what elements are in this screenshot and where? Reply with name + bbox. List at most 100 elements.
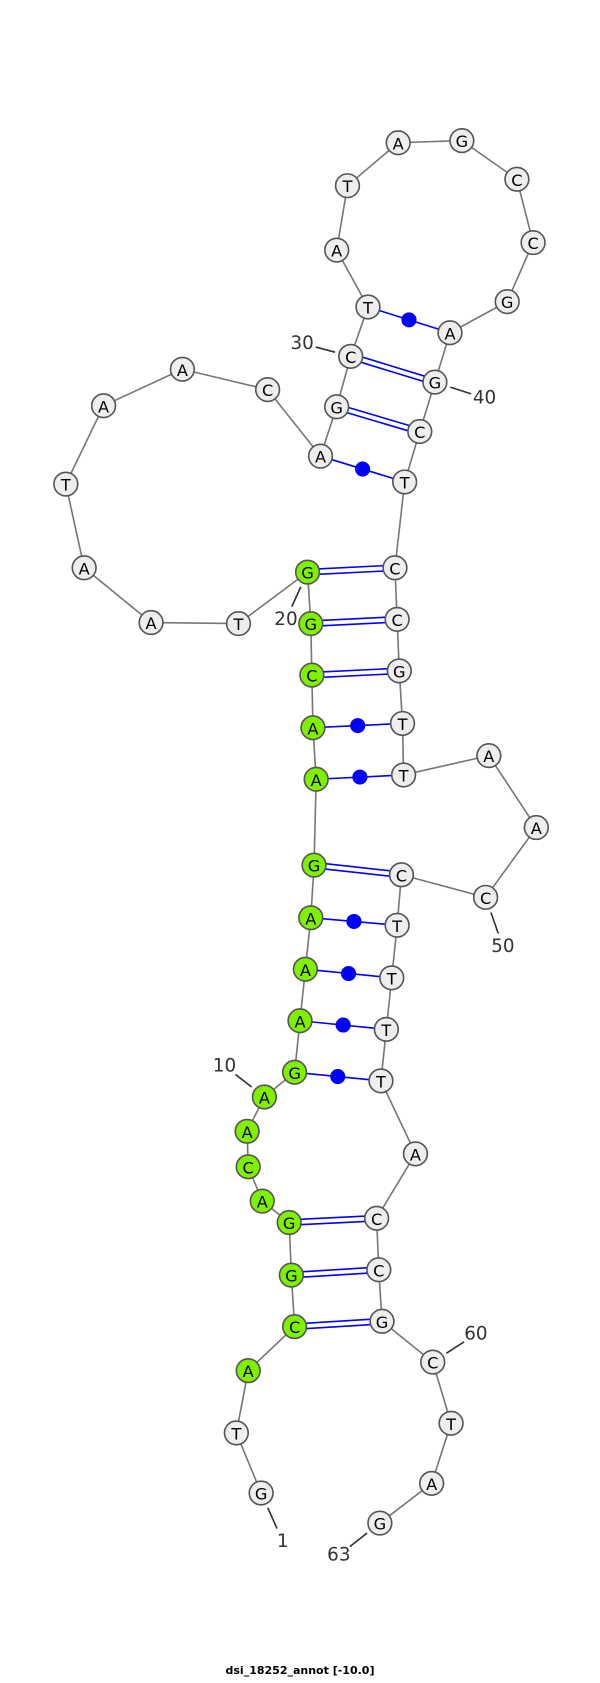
nucleotide-32: A bbox=[324, 237, 350, 263]
nucleotide-letter: C bbox=[527, 234, 538, 253]
base-pair bbox=[294, 1317, 383, 1331]
wobble-pair-dot bbox=[350, 718, 366, 734]
base-pair bbox=[320, 455, 405, 483]
nucleotide-63: G bbox=[367, 1510, 393, 1536]
position-label-50: 50 bbox=[491, 936, 514, 957]
nucleotide-13: A bbox=[292, 956, 319, 982]
nucleotide-16: A bbox=[303, 766, 329, 792]
nucleotide-60: C bbox=[420, 1349, 446, 1375]
nucleotide-49: A bbox=[523, 814, 550, 841]
position-tick bbox=[450, 386, 472, 395]
nucleotide-letter: A bbox=[242, 1123, 253, 1142]
nucleotide-letter: G bbox=[285, 1267, 298, 1286]
nucleotide-letter: G bbox=[283, 1214, 296, 1233]
nucleotide-letter: C bbox=[389, 559, 400, 578]
position-label-30: 30 bbox=[290, 333, 313, 354]
structure-caption: dsi_18252_annot [-10.0] bbox=[225, 1664, 375, 1677]
nucleotide-44: C bbox=[384, 606, 410, 632]
nucleotide-5: G bbox=[278, 1262, 305, 1288]
backbone-link bbox=[403, 754, 490, 776]
nucleotide-letter: C bbox=[371, 1210, 382, 1229]
base-pair bbox=[349, 353, 436, 386]
nucleotide-39: A bbox=[437, 320, 463, 346]
nucleotide-letter: A bbox=[243, 1362, 254, 1381]
nucleotide-letter: G bbox=[376, 1313, 389, 1332]
nucleotide-14: A bbox=[298, 905, 324, 931]
base-pair bbox=[310, 913, 398, 929]
nucleotide-letter: A bbox=[300, 961, 311, 980]
nucleotide-letter: A bbox=[307, 719, 318, 738]
nucleotide-letter: T bbox=[398, 767, 409, 786]
nucleotide-letter: C bbox=[414, 423, 425, 442]
nucleotide-1: G bbox=[248, 1480, 274, 1506]
nucleotide-letter: A bbox=[531, 819, 542, 838]
nucleotide-9: A bbox=[234, 1118, 260, 1144]
nucleotide-letter: C bbox=[396, 866, 407, 885]
nucleotide-letter: T bbox=[362, 299, 373, 318]
nucleotide-letter: G bbox=[429, 374, 442, 393]
nucleotide-30: C bbox=[338, 343, 364, 369]
nucleotide-letter: T bbox=[397, 715, 408, 734]
nucleotide-8: C bbox=[235, 1154, 261, 1180]
nucleotide-letter: T bbox=[230, 1425, 241, 1444]
nucleotide-12: A bbox=[287, 1008, 313, 1034]
backbone-link bbox=[313, 779, 317, 866]
nucleotide-23: A bbox=[71, 555, 97, 581]
nucleotide-letter: G bbox=[288, 1064, 301, 1083]
nucleotide-61: T bbox=[438, 1410, 464, 1436]
base-pair bbox=[316, 769, 404, 785]
nucleotide-52: T bbox=[384, 912, 410, 938]
nucleotide-letter: T bbox=[445, 1415, 456, 1434]
nucleotide-54: T bbox=[373, 1016, 400, 1042]
position-label-60: 60 bbox=[464, 1324, 487, 1345]
nucleotide-62: A bbox=[418, 1470, 445, 1496]
backbone-link bbox=[103, 368, 183, 407]
nucleotide-letter: A bbox=[98, 397, 109, 416]
nucleotide-29: G bbox=[324, 394, 350, 420]
backbone-link bbox=[380, 1080, 417, 1155]
base-pair bbox=[335, 403, 421, 435]
nucleotide-letter: C bbox=[480, 889, 491, 908]
wobble-pair-dot bbox=[335, 1017, 351, 1033]
nucleotide-55: T bbox=[368, 1068, 394, 1094]
wobble-pair-dot bbox=[341, 966, 357, 982]
nucleotide-41: C bbox=[407, 418, 433, 445]
nucleotide-letter: A bbox=[483, 747, 494, 766]
nucleotide-38: G bbox=[494, 288, 520, 315]
nucleotide-15: G bbox=[301, 852, 327, 878]
nucleotide-letter: C bbox=[289, 1318, 300, 1337]
base-pair bbox=[313, 861, 402, 879]
nucleotide-34: A bbox=[385, 130, 411, 156]
nucleotide-47: T bbox=[390, 762, 417, 788]
base-pair bbox=[299, 1017, 387, 1033]
nucleotide-letter: A bbox=[177, 361, 188, 380]
position-label-1: 1 bbox=[277, 1531, 289, 1552]
nucleotide-27: C bbox=[254, 377, 281, 403]
nucleotide-50: C bbox=[472, 884, 499, 910]
nucleotide-20: G bbox=[294, 559, 321, 585]
nucleotide-59: G bbox=[369, 1308, 395, 1334]
nucleotide-26: A bbox=[169, 356, 196, 382]
backbone-link bbox=[394, 481, 406, 568]
nucleotide-57: C bbox=[363, 1205, 390, 1231]
nucleotide-letter: C bbox=[391, 611, 402, 630]
backbone-link bbox=[484, 827, 537, 898]
base-pair bbox=[310, 615, 398, 628]
nucleotide-53: T bbox=[379, 965, 405, 991]
nucleotide-43: C bbox=[382, 555, 408, 581]
nucleotide-letter: G bbox=[456, 132, 469, 151]
nucleotide-letter: T bbox=[399, 474, 410, 493]
nucleotide-letter: C bbox=[427, 1354, 438, 1373]
position-label-63: 63 bbox=[327, 1545, 350, 1566]
position-tick bbox=[235, 1073, 253, 1088]
backbone-link bbox=[401, 873, 486, 899]
nucleotide-letter: T bbox=[380, 1021, 391, 1040]
wobble-pair-dot bbox=[355, 461, 371, 477]
nucleotide-46: T bbox=[389, 710, 416, 737]
nucleotide-letter: G bbox=[305, 615, 318, 634]
nucleotide-letter: A bbox=[311, 771, 322, 790]
nucleotide-letter: A bbox=[444, 324, 455, 343]
nucleotide-28: A bbox=[307, 443, 334, 469]
nucleotide-letter: G bbox=[255, 1485, 268, 1504]
